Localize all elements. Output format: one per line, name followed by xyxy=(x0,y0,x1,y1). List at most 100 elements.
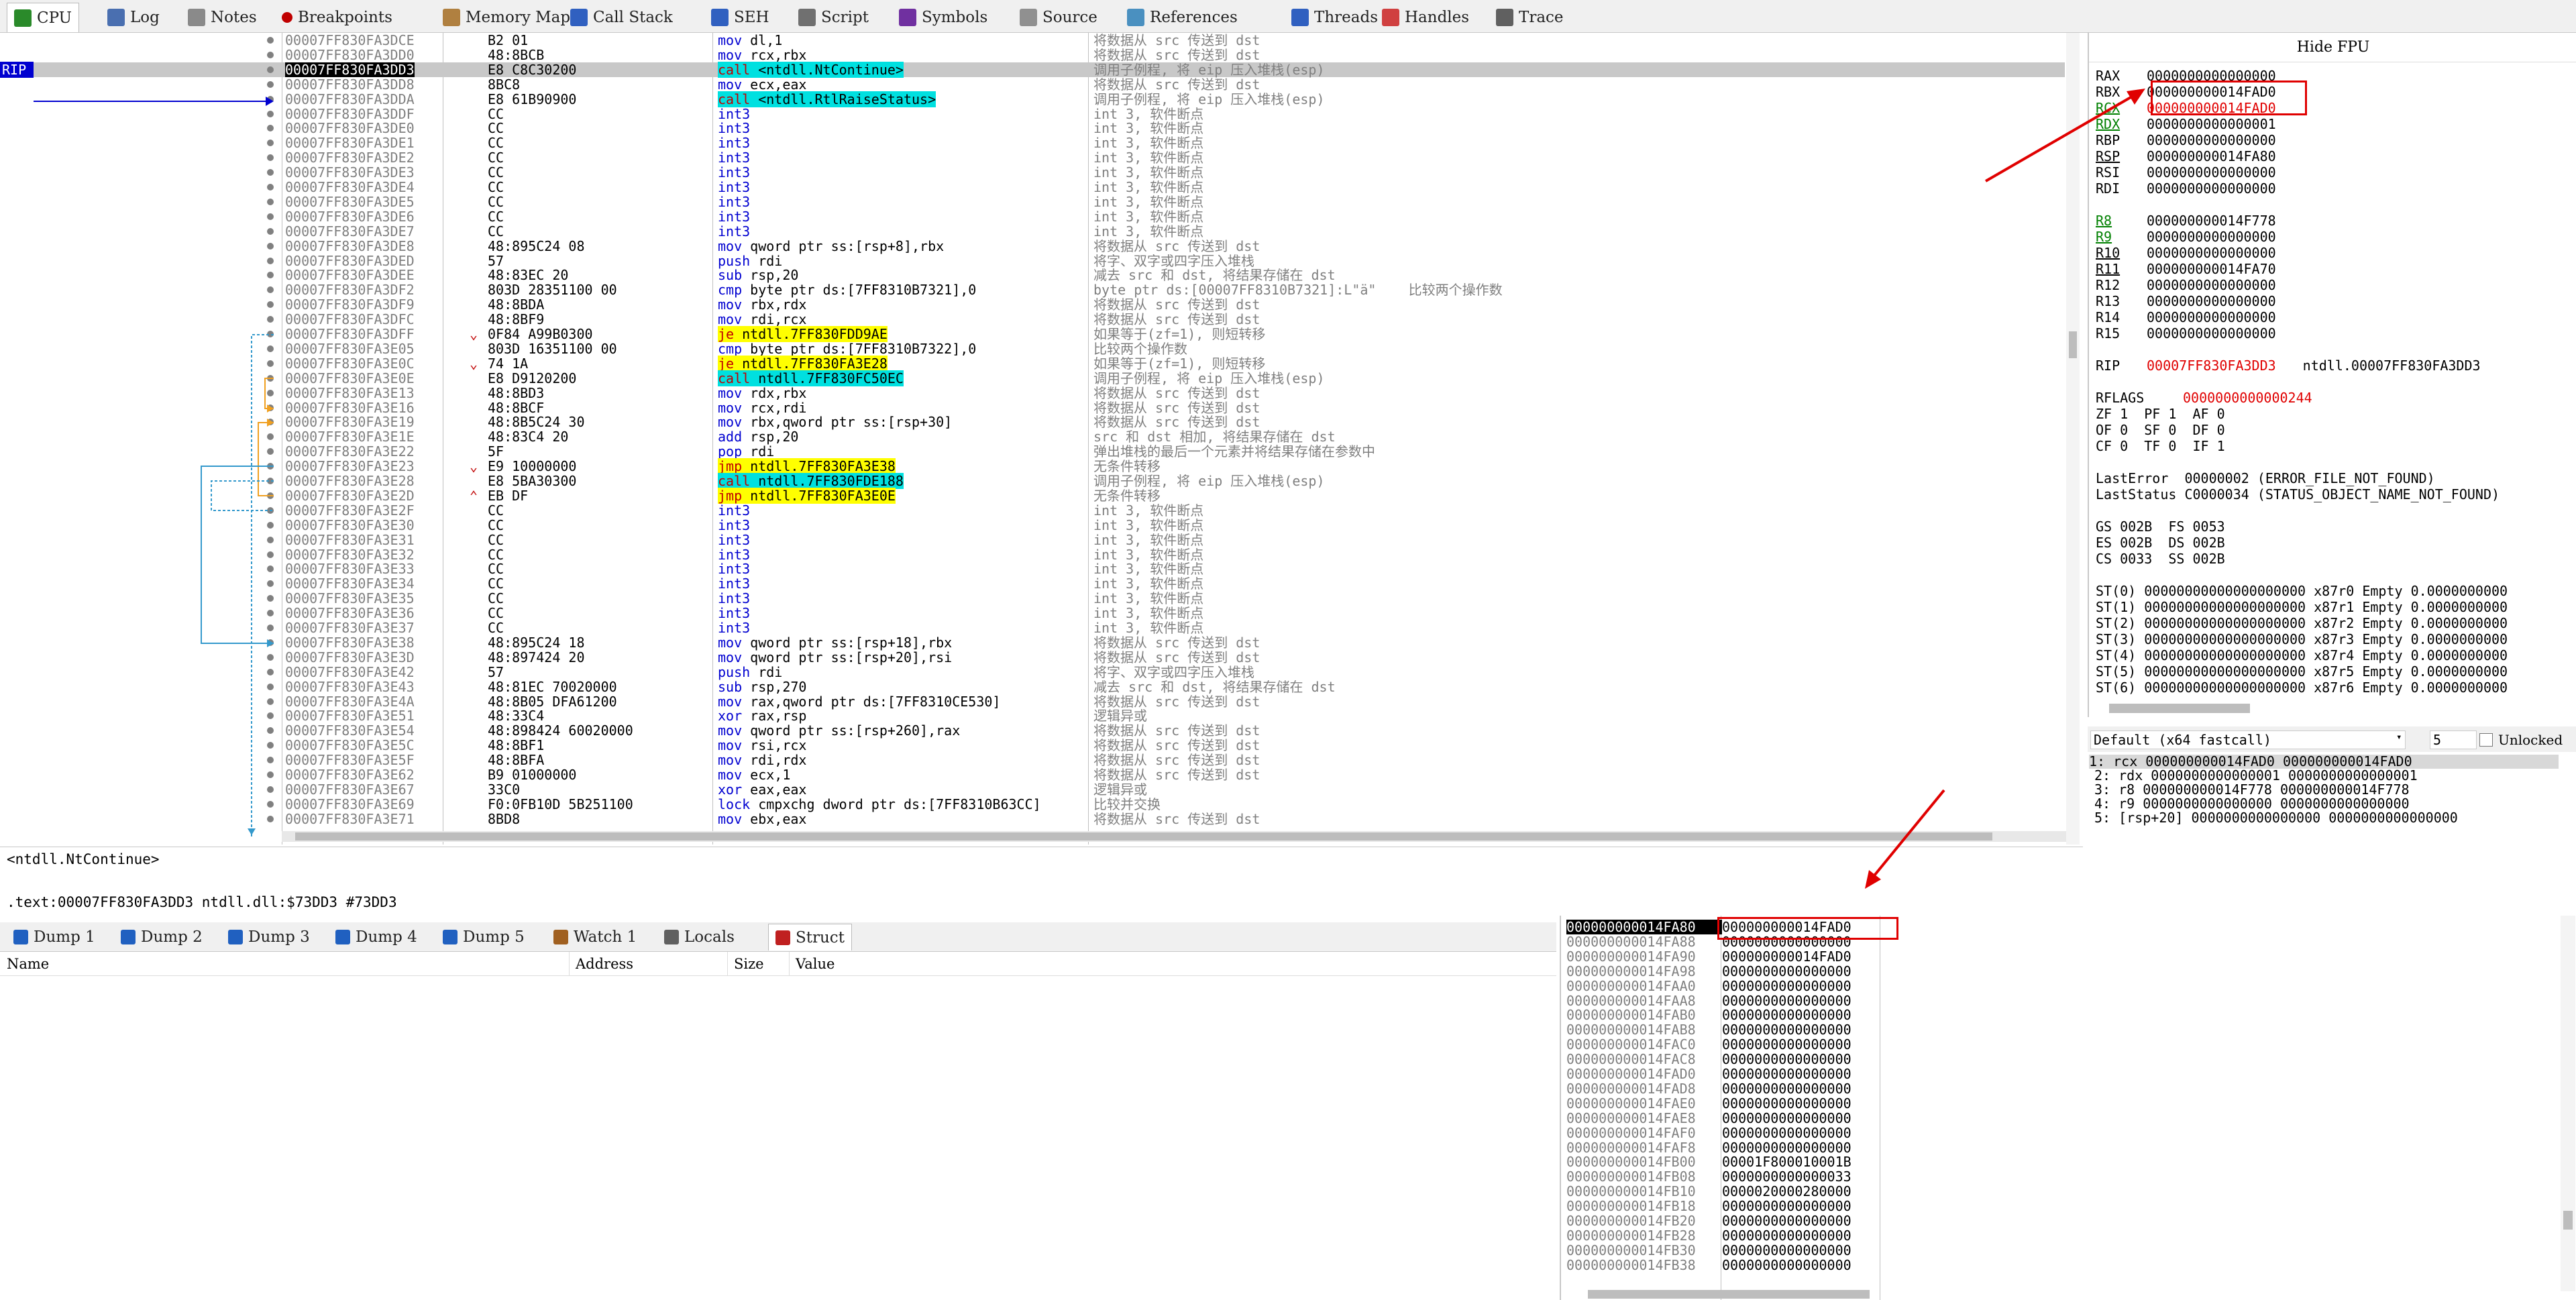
call-argument-row[interactable]: 5: [rsp+20] 0000000000000000 00000000000… xyxy=(2094,810,2458,826)
breakpoint-dot-icon[interactable] xyxy=(267,625,274,631)
tab-dump-2[interactable]: Dump 2 xyxy=(114,924,209,951)
tab-dump-3[interactable]: Dump 3 xyxy=(221,924,317,951)
breakpoint-dot-icon[interactable] xyxy=(267,345,274,352)
breakpoint-dot-icon[interactable] xyxy=(267,66,274,73)
stack-value[interactable]: 0000000000000000 xyxy=(1722,1095,1851,1112)
register-value[interactable]: 0000000000000000 xyxy=(2147,164,2276,180)
breakpoint-dot-icon[interactable] xyxy=(267,125,274,132)
breakpoint-dot-icon[interactable] xyxy=(267,301,274,309)
tab-references[interactable]: References xyxy=(1120,3,1244,32)
flags-row[interactable]: ZF 1 PF 1 AF 0 xyxy=(2096,406,2225,422)
breakpoint-dot-icon[interactable] xyxy=(267,331,274,337)
stack-value[interactable]: 0000000000000000 xyxy=(1722,1213,1851,1229)
arg-count-spinbox[interactable]: 5 xyxy=(2430,730,2477,749)
register-value[interactable]: 000000000014FA80 xyxy=(2147,148,2276,164)
call-argument-row[interactable]: 2: rdx 0000000000000001 0000000000000001 xyxy=(2094,767,2418,783)
disasm-h-scrollbar[interactable] xyxy=(282,831,2066,842)
fpu-register-row[interactable]: ST(4) 00000000000000000000 x87r4 Empty 0… xyxy=(2096,647,2508,663)
hide-fpu-button[interactable]: Hide FPU xyxy=(2089,33,2576,62)
breakpoint-dot-icon[interactable] xyxy=(267,521,274,529)
stack-value[interactable]: 0000000000000000 xyxy=(1722,1036,1851,1053)
register-value[interactable]: 000000000014FAD0 xyxy=(2147,84,2276,100)
breakpoint-dot-icon[interactable] xyxy=(267,610,274,617)
breakpoint-dot-icon[interactable] xyxy=(267,698,274,705)
breakpoint-dot-icon[interactable] xyxy=(267,727,274,735)
register-value[interactable]: 0000000000000001 xyxy=(2147,116,2276,132)
breakpoint-dot-icon[interactable] xyxy=(267,316,274,323)
breakpoint-dot-icon[interactable] xyxy=(267,771,274,778)
stack-value[interactable]: 0000000000000000 xyxy=(1722,1051,1851,1068)
fpu-register-row[interactable]: ST(2) 00000000000000000000 x87r2 Empty 0… xyxy=(2096,615,2508,631)
flags-row[interactable]: OF 0 SF 0 DF 0 xyxy=(2096,422,2225,438)
tab-threads[interactable]: Threads xyxy=(1285,3,1385,32)
register-value[interactable]: 0000000000000000 xyxy=(2147,245,2276,261)
fpu-register-row[interactable]: ST(3) 00000000000000000000 x87r3 Empty 0… xyxy=(2096,631,2508,647)
tab-seh[interactable]: SEH xyxy=(704,3,776,32)
breakpoint-dot-icon[interactable] xyxy=(267,110,274,117)
breakpoint-dot-icon[interactable] xyxy=(267,389,274,396)
register-row[interactable] xyxy=(2096,197,2147,213)
register-value[interactable]: 000000000014F778 xyxy=(2147,213,2276,229)
col-name[interactable]: Name xyxy=(7,956,50,972)
flags-row[interactable]: CF 0 TF 0 IF 1 xyxy=(2096,438,2225,454)
breakpoint-dot-icon[interactable] xyxy=(267,169,274,176)
tab-dump-1[interactable]: Dump 1 xyxy=(7,924,102,951)
breakpoint-dot-icon[interactable] xyxy=(267,551,274,558)
breakpoint-dot-icon[interactable] xyxy=(267,653,274,661)
calling-convention-select[interactable]: Default (x64 fastcall) xyxy=(2090,730,2406,749)
tab-struct[interactable]: Struct xyxy=(768,924,852,951)
segment-row[interactable]: GS 002B FS 0053 xyxy=(2096,519,2225,535)
breakpoint-dot-icon[interactable] xyxy=(267,213,274,220)
tab-script[interactable]: Script xyxy=(792,3,875,32)
tab-handles[interactable]: Handles xyxy=(1375,3,1476,32)
breakpoint-dot-icon[interactable] xyxy=(267,757,274,764)
tab-cpu[interactable]: CPU xyxy=(7,3,80,32)
breakpoint-dot-icon[interactable] xyxy=(267,668,274,675)
stack-value[interactable]: 000000000014FAD0 xyxy=(1722,948,1851,965)
stack-value[interactable]: 0000000000000000 xyxy=(1722,1242,1851,1258)
breakpoint-dot-icon[interactable] xyxy=(267,198,274,205)
stack-value[interactable]: 0000000000000000 xyxy=(1722,1139,1851,1156)
stack-value[interactable]: 00001F800010001B xyxy=(1722,1154,1851,1171)
reg-h-scrollbar[interactable] xyxy=(2109,704,2250,713)
stack-value[interactable]: 0000000000000000 xyxy=(1722,977,1851,994)
register-value[interactable]: 0000000000000000 xyxy=(2147,293,2276,309)
stack-value[interactable]: 0000000000000033 xyxy=(1722,1169,1851,1185)
